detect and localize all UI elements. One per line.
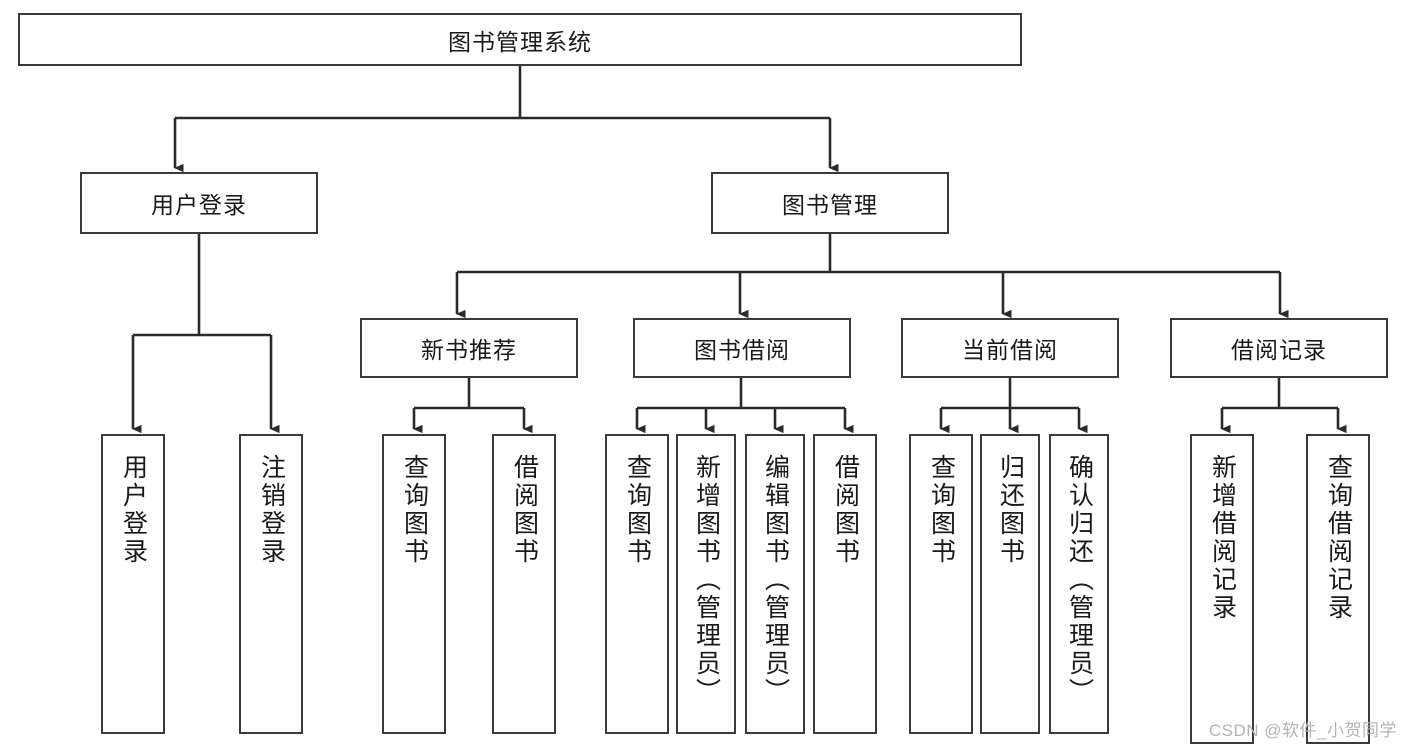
leaf-confirm-return-admin-label: 确认归还（管理员） (1065, 454, 1094, 706)
leaf-return-book-label: 归还图书 (996, 454, 1025, 566)
leaf-user-login-label: 用户登录 (119, 454, 148, 566)
leaf-logout-label: 注销登录 (257, 454, 286, 566)
leaf-query-book-2-label: 查询图书 (623, 454, 652, 566)
node-root[interactable]: 图书管理系统 (18, 13, 1022, 66)
leaf-edit-book-admin-label: 编辑图书（管理员） (761, 454, 790, 706)
node-current-borrow-label: 当前借阅 (962, 337, 1058, 363)
node-borrow-record-label: 借阅记录 (1231, 337, 1327, 363)
csdn-watermark: CSDN @软件_小贺同学 (1208, 721, 1397, 740)
leaf-edit-book-admin[interactable]: 编辑图书（管理员） (745, 434, 805, 734)
leaf-query-borrow-record-label: 查询借阅记录 (1324, 454, 1353, 622)
leaf-query-book-1-label: 查询图书 (400, 454, 429, 566)
node-root-label: 图书管理系统 (448, 28, 592, 55)
leaf-logout[interactable]: 注销登录 (239, 434, 303, 734)
leaf-query-book-3-label: 查询图书 (927, 454, 956, 566)
node-current-borrow[interactable]: 当前借阅 (901, 318, 1119, 378)
leaf-query-book-3[interactable]: 查询图书 (909, 434, 973, 734)
node-user-login[interactable]: 用户登录 (80, 172, 318, 234)
leaf-add-book-admin[interactable]: 新增图书（管理员） (676, 434, 736, 734)
leaf-user-login[interactable]: 用户登录 (101, 434, 165, 734)
leaf-add-borrow-record-label: 新增借阅记录 (1208, 454, 1237, 622)
node-book-borrow[interactable]: 图书借阅 (633, 318, 851, 378)
leaf-query-book-2[interactable]: 查询图书 (605, 434, 669, 734)
node-book-management-label: 图书管理 (782, 192, 878, 218)
leaf-confirm-return-admin[interactable]: 确认归还（管理员） (1049, 434, 1109, 734)
leaf-query-book-1[interactable]: 查询图书 (382, 434, 446, 734)
node-user-login-label: 用户登录 (151, 192, 247, 218)
leaf-add-borrow-record[interactable]: 新增借阅记录 (1190, 434, 1254, 744)
node-book-management[interactable]: 图书管理 (711, 172, 949, 234)
node-new-book-recommend-label: 新书推荐 (421, 337, 517, 363)
node-new-book-recommend[interactable]: 新书推荐 (360, 318, 578, 378)
leaf-borrow-book-2[interactable]: 借阅图书 (813, 434, 877, 734)
node-borrow-record[interactable]: 借阅记录 (1170, 318, 1388, 378)
leaf-borrow-book-1[interactable]: 借阅图书 (492, 434, 556, 734)
leaf-add-book-admin-label: 新增图书（管理员） (692, 454, 721, 706)
leaf-query-borrow-record[interactable]: 查询借阅记录 (1306, 434, 1370, 744)
leaf-borrow-book-1-label: 借阅图书 (510, 454, 539, 566)
node-book-borrow-label: 图书借阅 (694, 337, 790, 363)
leaf-borrow-book-2-label: 借阅图书 (831, 454, 860, 566)
leaf-return-book[interactable]: 归还图书 (980, 434, 1040, 734)
